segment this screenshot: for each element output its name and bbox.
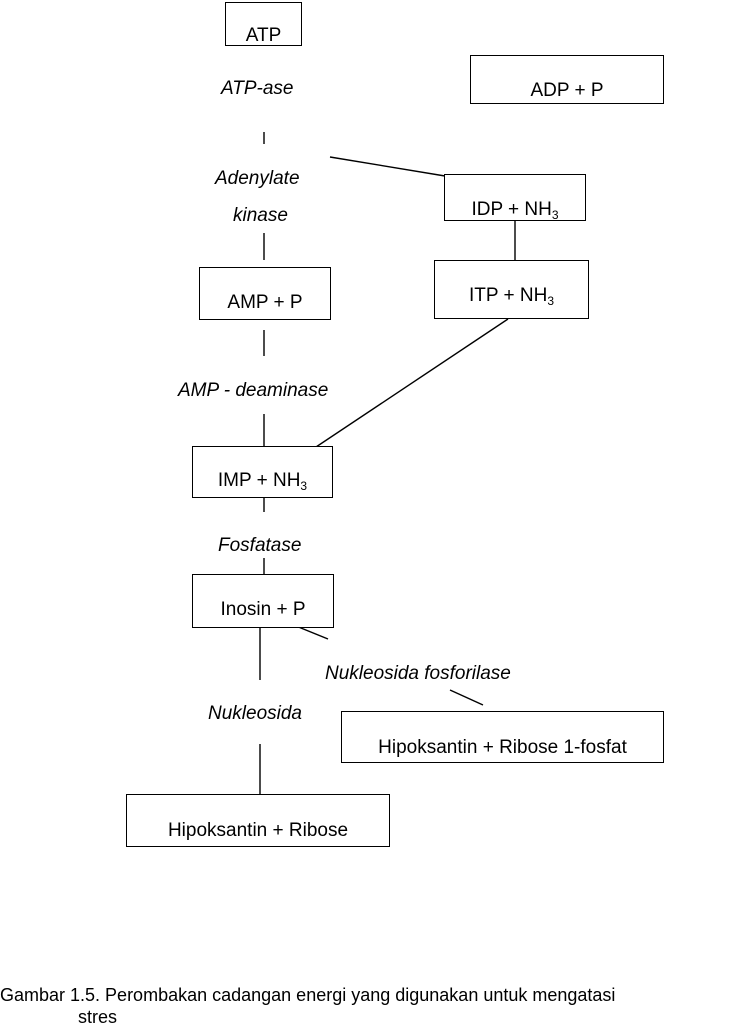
enzyme-adenylate: Adenylate — [215, 168, 300, 189]
box-inosin-label: Inosin + P — [220, 599, 306, 620]
enzyme-nukleosida-fosforilase: Nukleosida fosforilase — [325, 663, 511, 684]
connector-inosin-fosforilase — [295, 625, 329, 640]
box-idp-label: IDP + NH3 — [471, 199, 559, 221]
connector-itp-imp — [315, 318, 509, 448]
box-imp-label: IMP + NH3 — [217, 470, 308, 493]
box-imp: IMP + NH3 — [192, 446, 333, 498]
enzyme-kinase: kinase — [233, 205, 288, 226]
box-amp-label: AMP + P — [227, 292, 303, 313]
caption-line-1: Gambar 1.5. Perombakan cadangan energi y… — [0, 985, 616, 1005]
box-inosin: Inosin + P — [192, 574, 334, 628]
box-itp-label: ITP + NH3 — [469, 285, 554, 308]
box-amp: AMP + P — [199, 267, 331, 320]
caption-line-2: stres — [78, 1007, 118, 1027]
box-adp: ADP + P — [470, 55, 664, 104]
connector-fosforilase-hipoksantin — [449, 689, 484, 706]
figure-caption: Gambar 1.5. Perombakan cadangan energi y… — [0, 984, 615, 1028]
box-hipoksantin-ribose-1-fosfat: Hipoksantin + Ribose 1-fosfat — [341, 711, 664, 763]
box-adp-label: ADP + P — [530, 80, 604, 101]
enzyme-nukleosida: Nukleosida — [208, 703, 302, 724]
box-hipoksantin-ribose-label: Hipoksantin + Ribose — [167, 820, 349, 841]
box-atp: ATP — [225, 2, 302, 46]
enzyme-amp-deaminase: AMP - deaminase — [178, 380, 329, 401]
box-idp: IDP + NH3 — [444, 174, 586, 221]
box-atp-label: ATP — [245, 25, 282, 46]
connector-adenylate-idp — [329, 156, 446, 177]
enzyme-fosfatase: Fosfatase — [218, 536, 302, 551]
enzyme-atpase: ATP-ase — [221, 78, 294, 99]
box-itp: ITP + NH3 — [434, 260, 589, 319]
box-hipoksantin-ribose: Hipoksantin + Ribose — [126, 794, 390, 847]
box-hipoksantin-ribose-1-fosfat-label: Hipoksantin + Ribose 1-fosfat — [378, 737, 627, 758]
